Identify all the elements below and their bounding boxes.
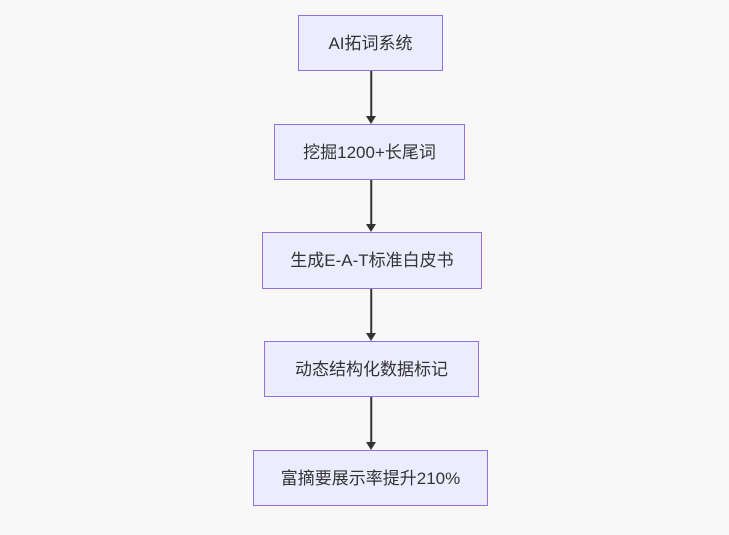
- flowchart-node-rich-snippet-result: 富摘要展示率提升210%: [253, 450, 488, 506]
- edge-line: [370, 397, 372, 443]
- flow-arrow-1: [362, 71, 380, 124]
- arrowhead-down-icon: [366, 333, 376, 341]
- flowchart-node-longtail-mining: 挖掘1200+长尾词: [274, 124, 465, 180]
- arrowhead-down-icon: [366, 442, 376, 450]
- edge-line: [370, 180, 372, 225]
- flow-arrow-3: [362, 289, 380, 341]
- flowchart-node-eat-whitepaper: 生成E-A-T标准白皮书: [262, 232, 482, 289]
- node-label: 挖掘1200+长尾词: [303, 142, 436, 162]
- arrowhead-down-icon: [366, 224, 376, 232]
- flow-arrow-2: [362, 180, 380, 232]
- arrowhead-down-icon: [366, 116, 376, 124]
- flow-arrow-4: [362, 397, 380, 450]
- edge-line: [370, 71, 372, 117]
- flowchart-node-ai-word-system: AI拓词系统: [298, 15, 443, 71]
- node-label: AI拓词系统: [328, 33, 413, 53]
- edge-line: [370, 289, 372, 334]
- node-label: 动态结构化数据标记: [295, 359, 448, 379]
- node-label: 生成E-A-T标准白皮书: [290, 251, 454, 270]
- node-label: 富摘要展示率提升210%: [280, 468, 461, 488]
- flowchart-node-structured-data-markup: 动态结构化数据标记: [264, 341, 479, 397]
